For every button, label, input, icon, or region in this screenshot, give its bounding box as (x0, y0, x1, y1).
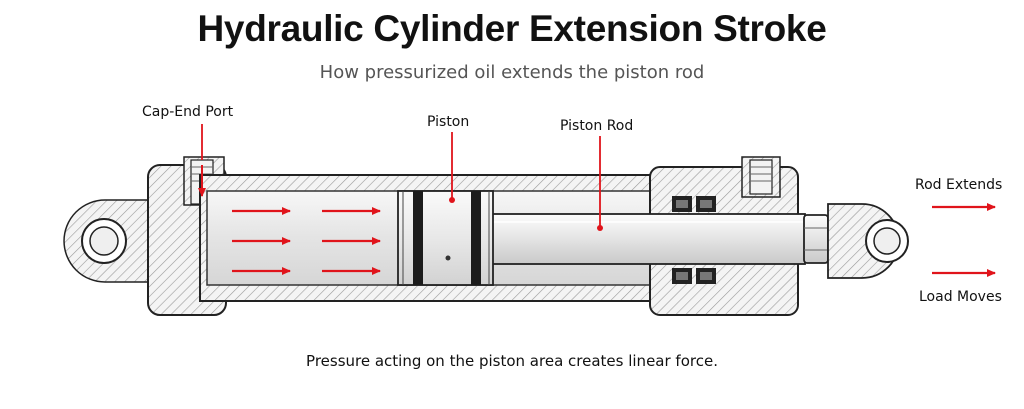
piston-leader-dot (449, 197, 455, 203)
piston (397, 190, 494, 286)
diagram-subtitle: How pressurized oil extends the piston r… (319, 62, 705, 83)
caption: Pressure acting on the piston area creat… (306, 352, 718, 370)
label-piston: Piston (427, 114, 470, 130)
diagram-title: Hydraulic Cylinder Extension Stroke (197, 8, 827, 49)
leader-lines (201, 124, 601, 228)
left-clevis-eye (63, 199, 151, 283)
oil-flow-arrows (232, 207, 381, 275)
piston-rod (459, 213, 806, 265)
motion-arrows (932, 203, 996, 277)
rod-leader-dot (597, 225, 603, 231)
label-piston-rod: Piston Rod (560, 118, 634, 134)
label-rod-extends: Rod Extends (915, 177, 1003, 193)
label-cap-end-port: Cap-End Port (142, 104, 234, 120)
rod-end-clevis (803, 203, 909, 279)
label-load-moves: Load Moves (919, 289, 1002, 305)
